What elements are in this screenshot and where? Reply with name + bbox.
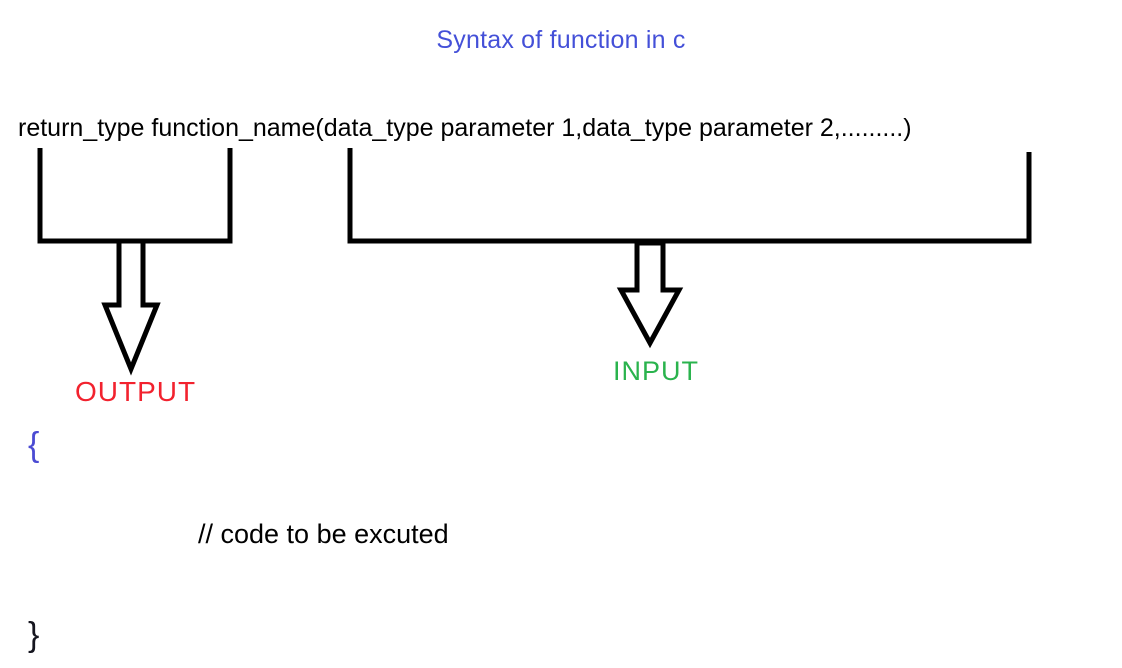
open-brace: {: [28, 426, 40, 464]
input-bracket: [347, 148, 1032, 244]
page-title: Syntax of function in c: [436, 26, 686, 54]
close-brace: }: [28, 616, 40, 654]
output-label: OUTPUT: [75, 376, 197, 407]
input-down-arrow-icon: [616, 240, 684, 349]
input-label: INPUT: [613, 356, 699, 386]
code-comment: // code to be excuted: [198, 519, 449, 549]
output-down-arrow-icon: [101, 238, 161, 376]
output-bracket: [37, 148, 233, 244]
function-syntax-line: return_type function_name(data_type para…: [18, 114, 912, 142]
